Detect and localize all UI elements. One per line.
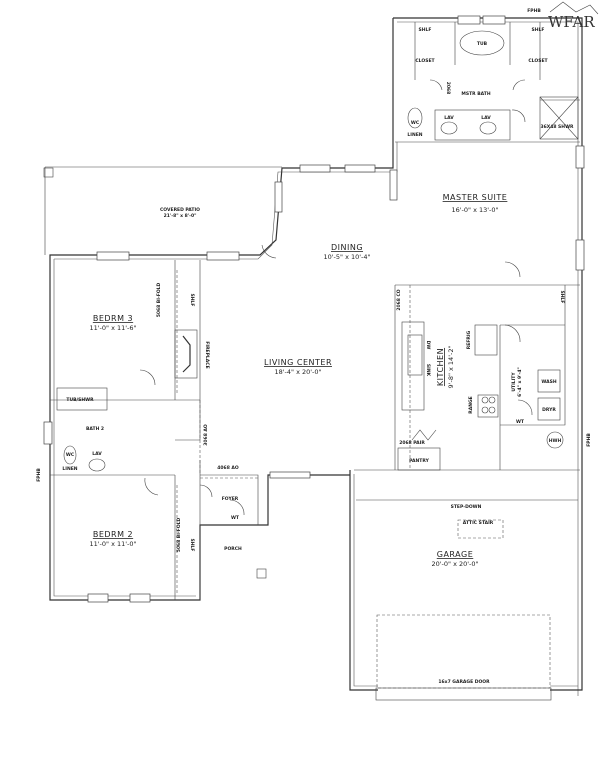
utility-size: 6'-4" x 9'-4" (517, 367, 523, 397)
lav-label: LAV (444, 115, 454, 121)
bedroom2-label: BEDRM 2 (93, 530, 133, 539)
shelf-label: SHLF (559, 291, 565, 304)
door-3068-label: 3068 AO (203, 424, 209, 446)
shelf-label: SHLF (189, 294, 195, 307)
tub-shower-label: TUB/SHWR (66, 397, 94, 403)
refrig-label: REFRIG (466, 330, 472, 349)
shelf-label: SHLF (189, 539, 195, 552)
master-suite-label: MASTER SUITE (443, 193, 508, 202)
room-labels: MASTER SUITE 16'-0" x 13'-0" MSTR BATH D… (86, 91, 523, 568)
shelf-label: SHLF (532, 27, 545, 33)
fireplace-label: FIREPLACE (204, 341, 210, 368)
garage-size: 20'-0" x 20'-0" (431, 560, 478, 568)
bath2-label: BATH 2 (86, 426, 104, 432)
shelf-label: SHLF (419, 27, 432, 33)
pair-2068-label: 2068 PAIR (399, 440, 425, 446)
kitchen-size: 9'-8" x 14'-2" (447, 346, 455, 389)
range-label: RANGE (468, 396, 474, 413)
door-2068-co-label: 2068 CO (396, 289, 402, 310)
door-4068-label: 4068 AO (217, 465, 239, 471)
kitchen-label: KITCHEN (436, 348, 445, 386)
living-label: LIVING CENTER (264, 358, 332, 367)
linen-label: LINEN (407, 132, 422, 138)
tub-label: TUB (477, 41, 488, 47)
fphb-label: FPHB (527, 8, 541, 14)
garage-door-label: 16x7 GARAGE DOOR (438, 679, 490, 685)
attic-stair-label: ATTIC STAIR (463, 520, 494, 526)
wfar-logo: WFAR (548, 1, 599, 31)
shower-label: 36X48 SHWR (541, 124, 575, 130)
wt-label: WT (516, 419, 525, 425)
exterior-walls (43, 17, 583, 696)
fphb-label: FPHB (586, 433, 592, 447)
wash-label: WASH (541, 379, 556, 385)
wt-label: WT (231, 515, 240, 521)
garage-label: GARAGE (437, 550, 474, 559)
linen-label: LINEN (62, 466, 77, 472)
sink-label: SINK (425, 364, 431, 377)
utility-label: UTILITY (511, 372, 517, 392)
bedroom3-label: BEDRM 3 (93, 314, 133, 323)
doors (139, 79, 533, 516)
fphb-label: FPHB (36, 468, 42, 482)
dryer-label: DRYR (542, 407, 556, 413)
fixture-labels: TUB CLOSET CLOSET SHLF SHLF SHLF SHLF SH… (36, 8, 592, 685)
closet-label: CLOSET (528, 58, 548, 64)
dining-label: DINING (331, 243, 363, 252)
logo-text: WFAR (548, 13, 595, 31)
step-down-label: STEP-DOWN (451, 504, 482, 510)
wc-label: WC (66, 452, 75, 458)
bedroom2-size: 11'-0" x 11'-0" (89, 540, 136, 548)
windows (43, 15, 585, 603)
bifold-label: 5068 BI-FOLD (156, 282, 162, 317)
master-bath-label: MSTR BATH (461, 91, 490, 97)
dining-size: 10'-5" x 10'-4" (323, 253, 370, 261)
foyer-label: FOYER (222, 496, 239, 502)
covered-patio-label: COVERED PATIO (160, 207, 200, 213)
wc-label: WC (411, 120, 420, 126)
bifold-label: 5068 BI-FOLD (176, 517, 182, 552)
pantry-label: PANTRY (409, 458, 429, 464)
hwh-label: HWH (549, 438, 562, 444)
dw-label: DW (425, 341, 431, 350)
living-size: 18'-4" x 20'-0" (274, 368, 321, 376)
bedroom3-size: 11'-0" x 11'-6" (89, 324, 136, 332)
fixtures (56, 30, 579, 701)
master-suite-size: 16'-0" x 13'-0" (451, 206, 498, 214)
covered-patio-size: 21'-8" x 8'-0" (164, 213, 197, 219)
door-2068-label: 2068 (445, 82, 451, 95)
closet-label: CLOSET (415, 58, 435, 64)
porch-label: PORCH (224, 546, 242, 552)
lav-label: LAV (481, 115, 491, 121)
lav-label: LAV (92, 451, 102, 457)
